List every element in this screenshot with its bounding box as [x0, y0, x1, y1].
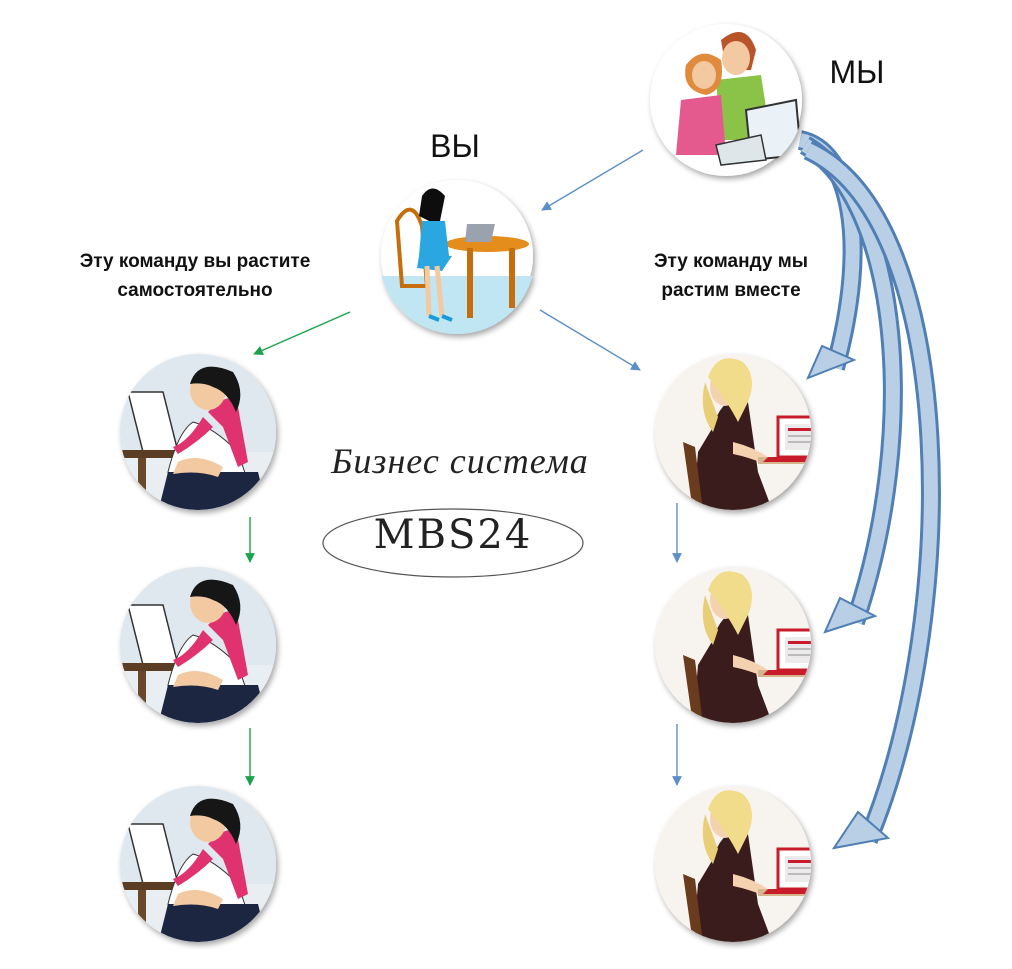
right-caption-line-1: Эту команду мы: [653, 251, 809, 272]
you-avatar: [379, 180, 535, 334]
left-team-member-2: [118, 567, 280, 735]
right-team-member-1: [655, 354, 843, 512]
brand-logo: MBS24: [373, 512, 533, 558]
left-team-member-1: [118, 354, 280, 522]
arrow-you-to-left-team: [253, 311, 351, 355]
left-team-member-3: [118, 786, 280, 954]
right-team-caption: Эту команду мы растим вместе: [596, 247, 866, 305]
us-avatar: [650, 24, 803, 176]
right-team-member-2: [655, 567, 843, 725]
logo-ellipse: [322, 508, 584, 578]
brand-title: Бизнес система: [331, 441, 589, 481]
label-you: ВЫ: [430, 128, 480, 164]
left-caption-line-1: Эту команду вы растите: [79, 251, 311, 272]
arrow-you-to-right-team: [539, 309, 641, 371]
curved-arrow-3: [803, 140, 941, 850]
left-team-caption: Эту команду вы растите самостоятельно: [40, 247, 350, 305]
arrow-us-to-you: [541, 149, 644, 211]
right-team-member-3: [655, 786, 843, 944]
left-caption-line-2: самостоятельно: [117, 280, 273, 301]
right-caption-line-2: растим вместе: [661, 280, 801, 301]
label-us: МЫ: [829, 54, 885, 90]
